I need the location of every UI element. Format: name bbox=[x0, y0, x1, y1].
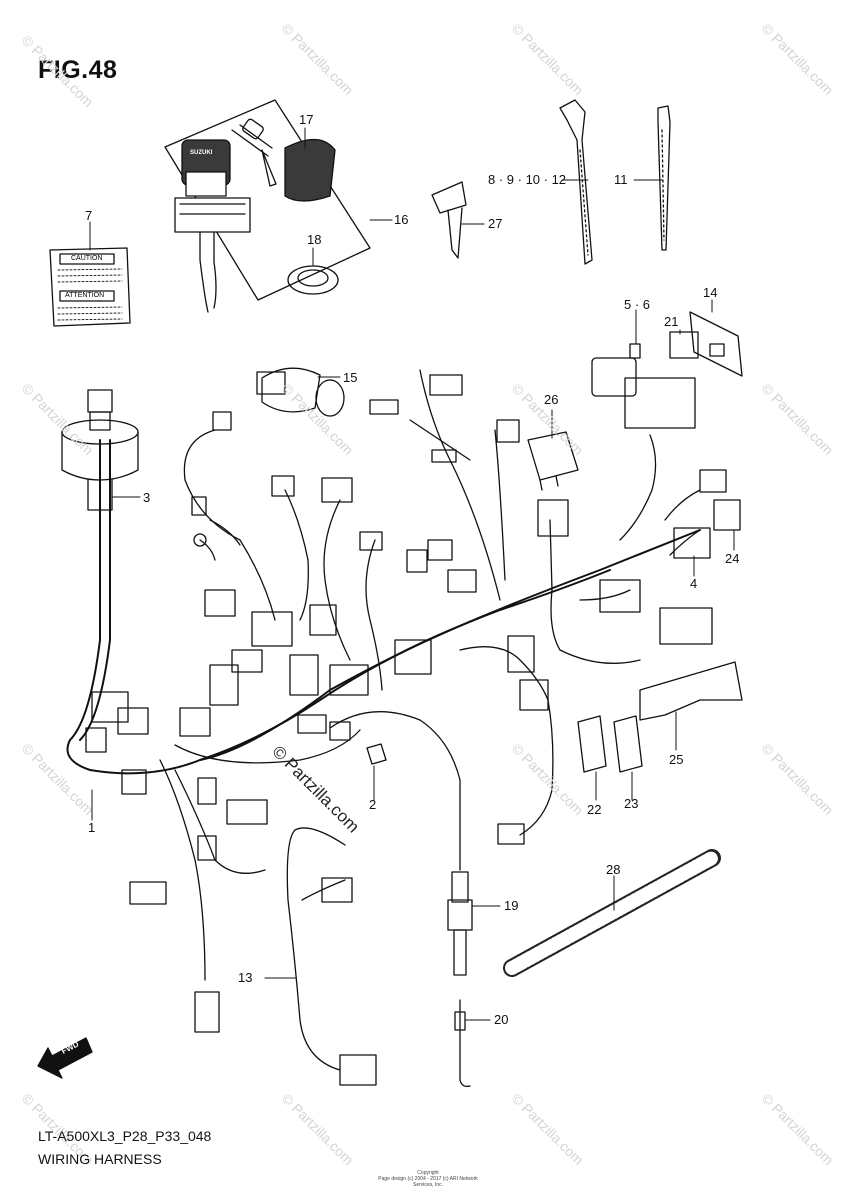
callout-21[interactable]: 21 bbox=[664, 314, 679, 329]
relay-26 bbox=[527, 431, 579, 491]
harness-branches bbox=[159, 369, 701, 981]
connector-15 bbox=[261, 367, 345, 417]
caution-text: CAUTION bbox=[71, 255, 103, 262]
copyright-notice: Copyright Page design (c) 2004 - 2017 (c… bbox=[368, 1170, 488, 1188]
ignition-nut bbox=[287, 265, 339, 295]
callout-20[interactable]: 20 bbox=[494, 1012, 509, 1027]
fuse-bracket bbox=[689, 311, 743, 377]
callout-2[interactable]: 2 bbox=[369, 797, 377, 812]
fuse-5-6 bbox=[629, 343, 641, 359]
ignition-kit-box bbox=[164, 99, 371, 301]
callout-11[interactable]: 11 bbox=[614, 172, 628, 187]
clip-20 bbox=[454, 999, 471, 1088]
callout-26[interactable]: 26 bbox=[544, 392, 559, 407]
relay-21 bbox=[669, 331, 699, 359]
callout-19[interactable]: 19 bbox=[504, 898, 519, 913]
callout-25[interactable]: 25 bbox=[669, 752, 684, 767]
copyright-line-2: Page design (c) 2004 - 2017 (c) ARI Netw… bbox=[378, 1176, 478, 1188]
key bbox=[431, 181, 467, 259]
figure-title: FIG.48 bbox=[38, 56, 118, 84]
ignition-switch bbox=[174, 118, 277, 313]
main-connector-3 bbox=[61, 389, 139, 511]
ignition-brand: SUZUKI bbox=[190, 150, 213, 156]
callout-18[interactable]: 18 bbox=[307, 232, 322, 247]
callout-1[interactable]: 1 bbox=[88, 820, 96, 835]
callout-14[interactable]: 14 bbox=[703, 285, 718, 300]
harness-connectors bbox=[85, 371, 741, 1086]
callout-16[interactable]: 16 bbox=[394, 212, 409, 227]
attention-text: ATTENTION bbox=[65, 292, 105, 299]
callout-7[interactable]: 7 bbox=[85, 208, 93, 223]
callout-13[interactable]: 13 bbox=[238, 970, 253, 985]
terminal-2 bbox=[366, 743, 387, 765]
callout-22[interactable]: 22 bbox=[587, 802, 602, 817]
copyright-line-1: Copyright bbox=[417, 1170, 439, 1176]
callout-27[interactable]: 27 bbox=[488, 216, 503, 231]
cable-tie-long bbox=[559, 99, 593, 265]
callout-5-6[interactable]: 5 · 6 bbox=[624, 297, 651, 312]
caution-label bbox=[49, 247, 131, 327]
cable-tie-short bbox=[657, 105, 671, 251]
sub-harness-13 bbox=[286, 827, 346, 1071]
callout-15[interactable]: 15 bbox=[343, 370, 358, 385]
bracket-25 bbox=[639, 661, 743, 721]
ignition-cap bbox=[284, 138, 336, 202]
fuse-box bbox=[591, 357, 696, 541]
callout-17[interactable]: 17 bbox=[299, 112, 314, 127]
model-code: LT-A500XL3_P28_P33_048 bbox=[38, 1128, 212, 1144]
connector-23 bbox=[613, 715, 643, 773]
callout-28[interactable]: 28 bbox=[606, 862, 621, 877]
protector-tube-28 bbox=[503, 849, 721, 977]
oxygen-sensor-19 bbox=[447, 871, 473, 976]
fwd-arrow-shape bbox=[37, 1037, 93, 1079]
callout-24[interactable]: 24 bbox=[725, 551, 740, 566]
connector-22 bbox=[577, 715, 607, 773]
main-harness bbox=[66, 439, 701, 775]
leader-lines bbox=[89, 127, 735, 1021]
callout-3[interactable]: 3 bbox=[143, 490, 151, 505]
callout-8-9-10-12[interactable]: 8 · 9 · 10 · 12 bbox=[488, 172, 567, 187]
callout-4[interactable]: 4 bbox=[690, 576, 698, 591]
callout-23[interactable]: 23 bbox=[624, 796, 639, 811]
section-name: WIRING HARNESS bbox=[38, 1151, 162, 1167]
